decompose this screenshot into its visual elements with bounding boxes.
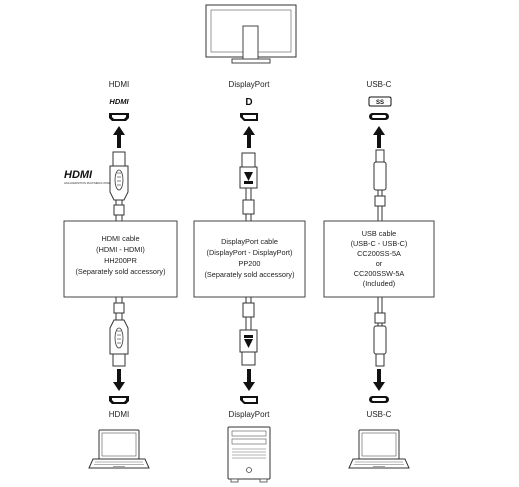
svg-text:(HDMI - HDMI): (HDMI - HDMI)	[96, 245, 145, 254]
arrow-down-icon	[373, 369, 385, 391]
top-label-usbc: USB-C	[367, 80, 392, 89]
monitor-icon	[205, 4, 297, 64]
usb-superspeed-logo-icon: SS	[368, 96, 392, 107]
hdmi-cable-info-box: HDMI cable (HDMI - HDMI) HH200PR (Separa…	[63, 220, 178, 298]
top-label-hdmi: HDMI	[109, 80, 129, 89]
displayport-logo-icon: D	[245, 97, 252, 108]
svg-text:HDMI cable: HDMI cable	[101, 234, 139, 243]
arrow-up-icon	[113, 126, 125, 148]
hdmi-cable-connector-bottom	[109, 297, 129, 367]
displayport-cable-connector-bottom	[239, 297, 258, 366]
svg-text:HH200PR: HH200PR	[104, 256, 137, 265]
displayport-port-bottom	[240, 396, 258, 404]
svg-text:(Separately sold accessory): (Separately sold accessory)	[204, 270, 294, 279]
svg-text:(USB-C - USB-C): (USB-C - USB-C)	[351, 239, 408, 248]
svg-text:HIGH-DEFINITION MULTIMEDIA INT: HIGH-DEFINITION MULTIMEDIA INTERFACE	[64, 181, 118, 185]
hdmi-brand-logo-icon: HDMI HIGH-DEFINITION MULTIMEDIA INTERFAC…	[64, 169, 118, 185]
svg-text:CC200SSW-5A: CC200SSW-5A	[354, 269, 405, 278]
arrow-down-icon	[243, 369, 255, 391]
usbc-cable-info-box: USB cable (USB-C - USB-C) CC200SS-5A or …	[323, 220, 435, 298]
svg-text:(DisplayPort - DisplayPort): (DisplayPort - DisplayPort)	[207, 248, 293, 257]
svg-text:PP200: PP200	[239, 259, 261, 268]
usbc-port-top	[369, 113, 389, 120]
arrow-down-icon	[113, 369, 125, 391]
svg-text:(Included): (Included)	[363, 279, 395, 288]
displayport-cable-info-box: DisplayPort cable (DisplayPort - Display…	[193, 220, 306, 298]
svg-text:CC200SS-5A: CC200SS-5A	[357, 249, 401, 258]
displayport-port-top	[240, 113, 258, 121]
arrow-up-icon	[373, 126, 385, 148]
svg-text:DisplayPort cable: DisplayPort cable	[221, 237, 278, 246]
desktop-pc-icon	[227, 426, 271, 483]
hdmi-port-bottom	[109, 396, 129, 404]
displayport-cable-connector-top	[239, 152, 258, 221]
usbc-cable-connector-top	[373, 149, 387, 221]
svg-text:D: D	[245, 97, 252, 108]
hdmi-port-top	[109, 113, 129, 121]
usbc-cable-connector-bottom	[373, 297, 387, 367]
svg-text:or: or	[376, 259, 383, 268]
bottom-label-hdmi: HDMI	[109, 410, 129, 419]
svg-text:USB cable: USB cable	[362, 229, 396, 238]
svg-text:HDMI: HDMI	[64, 169, 93, 181]
laptop-icon	[348, 429, 410, 469]
bottom-label-displayport: DisplayPort	[229, 410, 271, 419]
bottom-label-usbc: USB-C	[367, 410, 392, 419]
svg-text:SS: SS	[376, 100, 384, 106]
hdmi-logo-icon: HDMI	[109, 97, 129, 106]
laptop-icon	[88, 429, 150, 469]
arrow-up-icon	[243, 126, 255, 148]
usbc-port-bottom	[369, 396, 389, 403]
hdmi-cable-connector-top	[109, 151, 129, 221]
top-label-displayport: DisplayPort	[229, 80, 271, 89]
svg-text:(Separately sold accessory): (Separately sold accessory)	[75, 267, 165, 276]
